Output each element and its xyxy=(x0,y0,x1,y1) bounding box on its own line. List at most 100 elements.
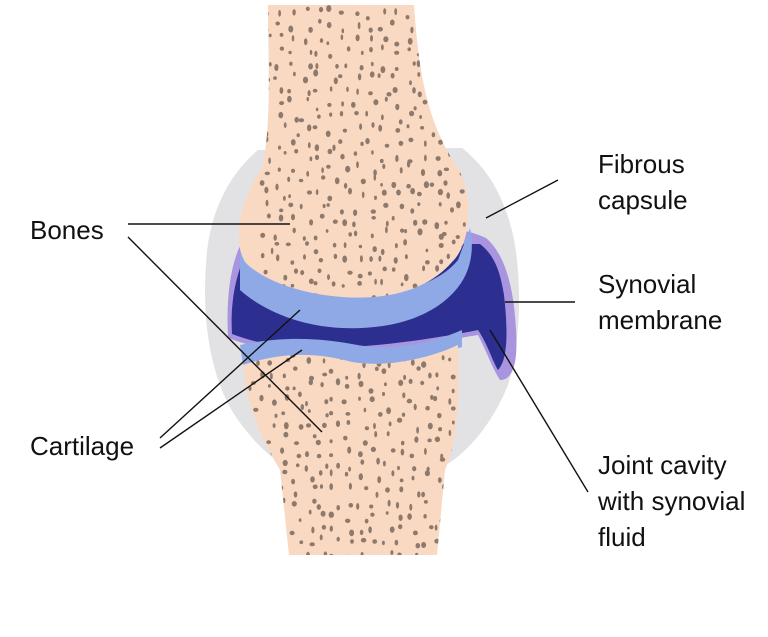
bone-pore xyxy=(443,180,448,186)
bone-pore xyxy=(373,173,377,181)
bone-pore xyxy=(400,448,405,456)
bone-pore xyxy=(429,182,435,187)
bone-pore xyxy=(407,37,413,45)
bone-pore xyxy=(291,168,295,173)
bone-pore xyxy=(377,476,382,484)
bone-pore xyxy=(425,405,430,411)
bone-pore xyxy=(251,495,256,502)
bone-pore xyxy=(288,202,294,208)
bone-pore xyxy=(374,278,377,285)
bone-pore xyxy=(448,557,453,562)
bone-pore xyxy=(263,116,268,123)
bone-pore xyxy=(294,116,300,123)
bone-pore xyxy=(418,19,422,24)
bone-pore xyxy=(369,46,373,53)
bone-pore xyxy=(305,400,308,407)
bone-pore xyxy=(306,551,310,555)
bone-pore xyxy=(302,236,306,241)
bone-pore xyxy=(256,360,260,366)
bone-pore xyxy=(329,411,334,416)
bone-pore xyxy=(271,479,276,485)
bone-pore xyxy=(430,8,435,13)
bone-pore xyxy=(389,526,395,533)
bone-pore xyxy=(364,518,369,524)
bone-pore xyxy=(403,239,407,246)
bone-pore xyxy=(281,411,286,416)
bone-pore xyxy=(355,34,360,42)
bone-pore xyxy=(421,361,427,368)
bone-pore xyxy=(451,489,456,496)
bone-pore xyxy=(264,136,269,143)
bone-pore xyxy=(417,202,421,207)
bone-pore xyxy=(383,382,387,387)
bone-pore xyxy=(383,202,389,208)
bone-pore xyxy=(331,281,336,287)
bone-pore xyxy=(447,514,453,520)
bone-pore xyxy=(293,441,300,446)
bone-pore xyxy=(294,149,299,154)
bone-pore xyxy=(413,106,417,111)
bone-pore xyxy=(338,74,343,79)
bone-pore xyxy=(338,10,344,15)
bone-pore xyxy=(409,80,412,86)
bone-pore xyxy=(353,230,358,237)
bone-pore xyxy=(279,46,285,51)
bone-pore xyxy=(385,226,388,234)
bone-pore xyxy=(428,372,432,379)
bone-pore xyxy=(329,86,333,92)
bone-pore xyxy=(269,372,273,380)
bone-pore xyxy=(360,178,366,185)
bone-pore xyxy=(296,453,302,459)
bone-pore xyxy=(358,396,361,401)
bone-pore xyxy=(464,124,469,128)
bone-pore xyxy=(307,90,311,97)
bone-pore xyxy=(448,398,452,405)
bone-pore xyxy=(390,19,395,26)
bone-pore xyxy=(296,133,300,138)
bone-pore xyxy=(342,255,348,263)
bone-pore xyxy=(438,202,442,207)
fibrous-capsule-leader-line xyxy=(485,179,559,219)
bone-pore xyxy=(371,295,377,298)
bone-pore xyxy=(335,378,341,386)
bone-pore xyxy=(371,122,375,128)
synovial-membrane-label-line-2: membrane xyxy=(598,305,723,335)
bone-pore xyxy=(267,522,271,527)
bone-pore xyxy=(316,453,322,459)
bone-pore xyxy=(264,86,270,91)
bone-pore xyxy=(442,548,447,555)
bone-pore xyxy=(336,462,340,469)
bone-pore xyxy=(308,509,312,515)
bone-pore xyxy=(279,32,284,37)
bone-pore xyxy=(336,536,340,542)
bone-pore xyxy=(320,382,324,388)
bone-pore xyxy=(424,154,427,162)
bone-pore xyxy=(448,429,452,437)
bone-pore xyxy=(424,447,427,455)
bone-pore xyxy=(365,110,369,117)
bone-pore xyxy=(291,501,297,507)
bone-pore xyxy=(329,469,333,477)
bone-pore xyxy=(325,413,329,418)
bone-pore xyxy=(358,473,363,481)
bone-pore xyxy=(384,143,390,148)
bone-pore xyxy=(315,439,321,446)
bone-pore xyxy=(308,379,313,386)
bone-pore xyxy=(339,209,344,215)
bone-pore xyxy=(305,423,312,428)
bone-pore xyxy=(318,18,322,24)
bone-pore xyxy=(344,471,349,477)
bone-pore xyxy=(283,122,287,128)
bone-pore xyxy=(244,497,249,504)
bone-pore xyxy=(450,406,456,411)
joint-cavity-leader-line xyxy=(489,329,589,493)
bone-pore xyxy=(456,22,460,28)
bone-pore xyxy=(460,116,466,123)
bone-pore xyxy=(289,61,293,66)
bone-pore xyxy=(413,219,418,226)
bone-pore xyxy=(412,283,418,289)
bone-pore xyxy=(346,46,351,52)
bone-pore xyxy=(273,491,277,499)
bone-pore xyxy=(380,66,386,74)
bone-pore xyxy=(360,141,364,146)
